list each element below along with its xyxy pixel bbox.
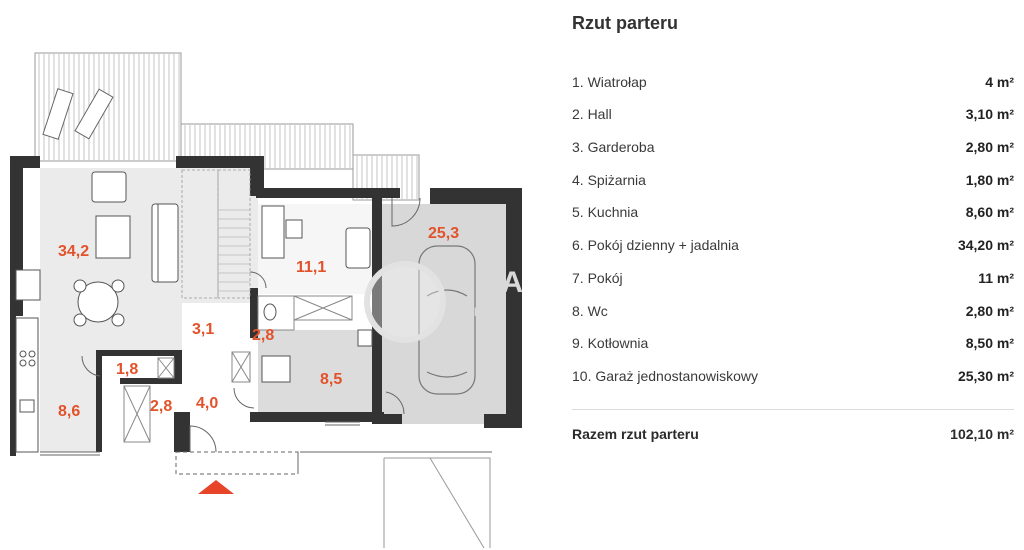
total-area: 102,10 m² — [950, 426, 1014, 442]
area-label-boiler: 8,5 — [320, 371, 342, 388]
room-row: 1. Wiatrołap 4 m² — [572, 72, 1014, 92]
room-row: 3. Garderoba 2,80 m² — [572, 137, 1014, 157]
area-label-vestibule: 4,0 — [196, 395, 218, 412]
room-name: 5. Kuchnia — [572, 204, 639, 220]
svg-text:INIER: INIER — [474, 305, 506, 319]
room-area: 8,60 m² — [965, 204, 1014, 220]
watermark: GA INIER — [364, 261, 523, 343]
furniture-living — [73, 171, 179, 327]
staircase — [181, 169, 251, 299]
sun-lounger-icon — [42, 88, 114, 140]
room-row: 7. Pokój 11 m² — [572, 268, 1014, 288]
room-name: 8. Wc — [572, 303, 608, 319]
room-name: 1. Wiatrołap — [572, 74, 647, 90]
area-label-wardrobe: 2,8 — [150, 398, 172, 415]
room-row: 4. Spiżarnia 1,80 m² — [572, 170, 1014, 190]
room-name: 6. Pokój dzienny + jadalnia — [572, 237, 739, 253]
garage-floor — [382, 204, 515, 424]
room-area: 25,30 m² — [957, 368, 1014, 384]
doors — [81, 197, 421, 453]
room-area: 34,20 m² — [957, 237, 1014, 253]
area-label-kitchen: 8,6 — [58, 403, 80, 420]
area-label-garage: 25,3 — [428, 225, 459, 242]
car-icon — [418, 245, 476, 395]
room-row: 9. Kotłownia 8,50 m² — [572, 333, 1014, 353]
divider — [572, 409, 1014, 410]
room-name: 3. Garderoba — [572, 139, 655, 155]
room-name: 10. Garaż jednostanowiskowy — [572, 368, 758, 384]
room-row: 2. Hall 3,10 m² — [572, 104, 1014, 124]
room-area: 11 m² — [978, 270, 1014, 286]
furniture-room — [261, 205, 371, 269]
room-area: 8,50 m² — [965, 335, 1014, 351]
area-label-hall: 3,1 — [192, 321, 214, 338]
room-area: 4 m² — [985, 74, 1014, 90]
room-area: 1,80 m² — [965, 172, 1014, 188]
area-labels: 34,2 25,3 11,1 3,1 2,8 1,8 2,8 4,0 8,5 8… — [58, 225, 459, 420]
kitchen-counter — [15, 269, 41, 453]
area-label-room: 11,1 — [296, 259, 326, 276]
total-label: Razem rzut parteru — [572, 426, 699, 442]
area-label-living: 34,2 — [58, 243, 89, 260]
entrance-arrow-icon — [198, 480, 234, 494]
room-area: 2,80 m² — [965, 139, 1014, 155]
room-row: 8. Wc 2,80 m² — [572, 301, 1014, 321]
room-name: 9. Kotłownia — [572, 335, 649, 351]
room-area: 2,80 m² — [965, 303, 1014, 319]
area-summary-panel: Rzut parteru 1. Wiatrołap 4 m² 2. Hall 3… — [572, 0, 1014, 550]
room-name: 4. Spiżarnia — [572, 172, 646, 188]
total-row: Razem rzut parteru 102,10 m² — [572, 424, 1014, 444]
room-row: 5. Kuchnia 8,60 m² — [572, 202, 1014, 222]
room-row: 6. Pokój dzienny + jadalnia 34,20 m² — [572, 235, 1014, 255]
area-label-wc: 2,8 — [252, 327, 274, 344]
summary-title: Rzut parteru — [572, 13, 679, 33]
wc-fixtures — [261, 303, 373, 383]
room-area: 3,10 m² — [965, 106, 1014, 122]
area-label-pantry: 1,8 — [116, 361, 138, 378]
room-name: 7. Pokój — [572, 270, 623, 286]
floor-plan: GA INIER 34,2 25,3 11,1 3,1 2,8 1,8 2,8 … — [10, 52, 523, 549]
room-row: 10. Garaż jednostanowiskowy 25,30 m² — [572, 366, 1014, 386]
terrace-right — [180, 123, 420, 201]
room-name: 2. Hall — [572, 106, 612, 122]
svg-text:GA: GA — [478, 266, 523, 299]
